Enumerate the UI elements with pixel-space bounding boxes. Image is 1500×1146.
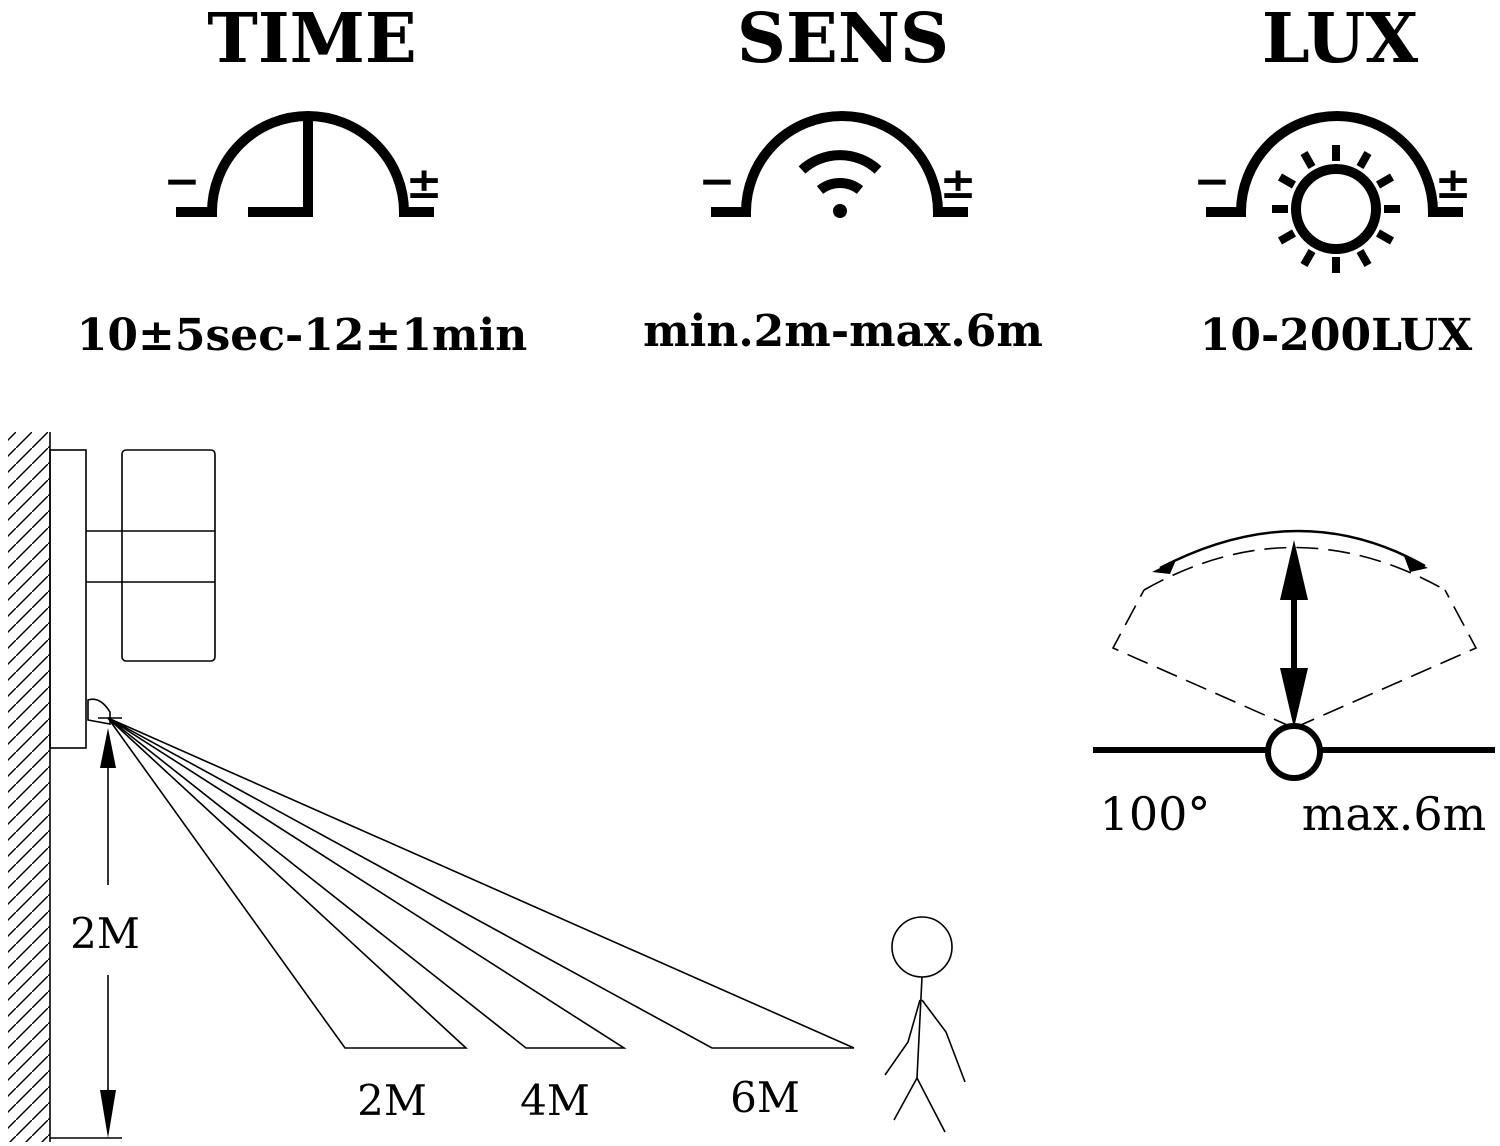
lamp-backplate [49,449,87,749]
distance-label-4m: 4M [520,1076,590,1125]
time-control: TIME − ± 10±5sec-12±1min [77,0,528,361]
lux-range-label: 10-200LUX [1200,310,1473,361]
range-label: max.6m [1302,787,1487,841]
sun-icon [1272,145,1400,273]
lux-minus-sign: − [1194,156,1231,207]
sens-title: SENS [737,0,949,79]
lux-plus-sign: ± [1435,158,1472,209]
timer-dial-icon [176,111,434,217]
stick-figure-person-icon [884,916,966,1133]
mount-height-label: 2M [70,909,140,958]
lux-dial [1206,111,1463,217]
distance-label-2m: 2M [357,1076,427,1125]
coverage-arc [1143,546,1446,591]
angle-arrow [1159,529,1426,570]
top-view: 100° max.6m [1093,529,1495,841]
sens-range-label: min.2m-max.6m [643,306,1043,357]
lamp-head [121,449,216,662]
lux-control: LUX − ± 10-200LUX [1194,0,1473,361]
sens-control: SENS − ± min.2m-max.6m [643,0,1043,357]
sensor-position-circle [1265,723,1323,781]
angle-label: 100° [1100,787,1211,841]
lux-title: LUX [1262,0,1418,79]
coverage-edges [1111,589,1478,729]
time-range-label: 10±5sec-12±1min [77,310,528,361]
time-minus-sign: − [164,156,201,207]
mount-height-arrow [50,728,122,1139]
sens-plus-sign: ± [940,158,977,209]
wifi-signal-icon [798,150,882,218]
distance-label-6m: 6M [730,1073,800,1122]
pir-sensor [87,698,111,725]
wall-hatching [8,432,50,1142]
time-title: TIME [207,0,417,79]
sens-minus-sign: − [699,156,736,207]
side-view: 2M 2M 4M 6M [8,432,966,1142]
detection-fan [107,717,855,1049]
wall-lamp [49,449,216,749]
time-plus-sign: ± [406,158,443,209]
sens-dial [711,111,968,217]
